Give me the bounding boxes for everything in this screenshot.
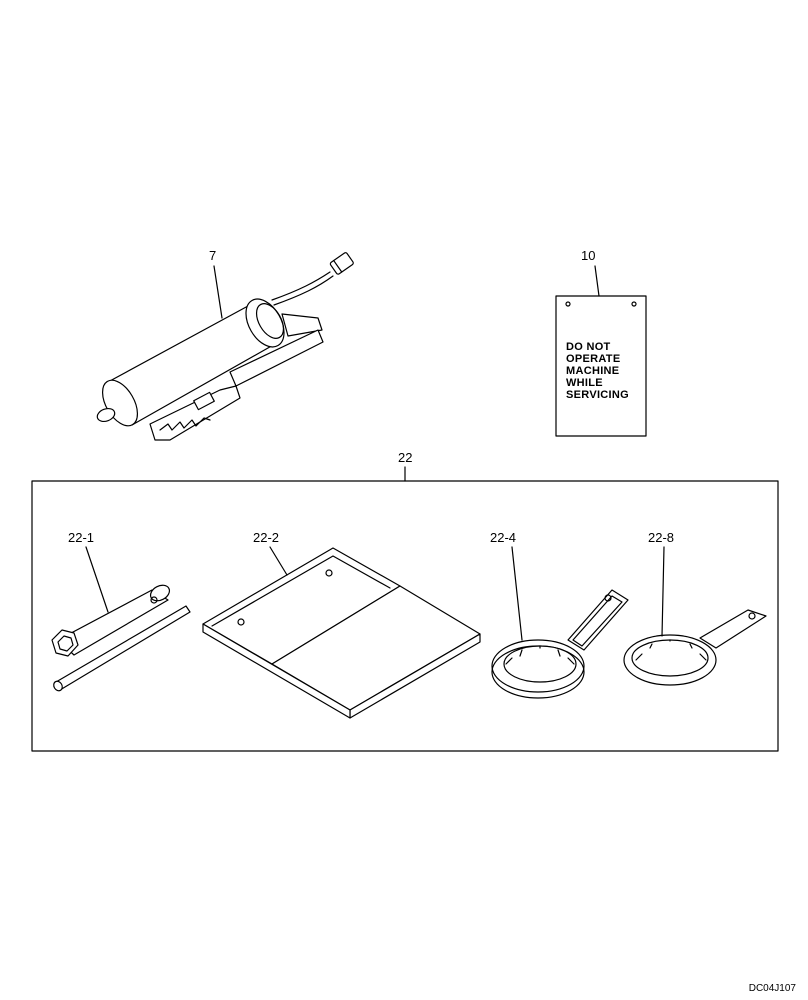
leader-line-7 xyxy=(213,265,223,319)
warning-tag: DO NOT OPERATE MACHINE WHILE SERVICING xyxy=(555,295,647,437)
tag-line-5: SERVICING xyxy=(566,389,629,401)
spanner-small xyxy=(623,609,767,686)
tag-line-4: WHILE xyxy=(566,377,603,389)
tag-line-2: OPERATE xyxy=(566,353,620,365)
callout-22-4: 22-4 xyxy=(490,530,516,545)
callout-22-2: 22-2 xyxy=(253,530,279,545)
tag-line-1: DO NOT xyxy=(566,341,611,353)
leader-line-10 xyxy=(594,265,600,297)
leader-line-22-4 xyxy=(511,546,523,641)
callout-22-1: 22-1 xyxy=(68,530,94,545)
tool-kit-frame xyxy=(31,480,779,752)
callout-7: 7 xyxy=(209,248,216,263)
leader-line-22-1 xyxy=(85,546,109,613)
leader-line-22-2 xyxy=(269,546,288,576)
leader-line-22-8 xyxy=(661,546,665,637)
drawing-reference-code: DC04J107 xyxy=(748,983,796,994)
callout-22: 22 xyxy=(398,450,412,465)
grease-gun xyxy=(96,252,354,441)
callout-22-8: 22-8 xyxy=(648,530,674,545)
callout-10: 10 xyxy=(581,248,595,263)
tag-line-3: MACHINE xyxy=(566,365,619,377)
storage-pouch xyxy=(202,547,481,719)
spanner-large xyxy=(491,589,629,699)
socket-wrench xyxy=(51,584,191,692)
